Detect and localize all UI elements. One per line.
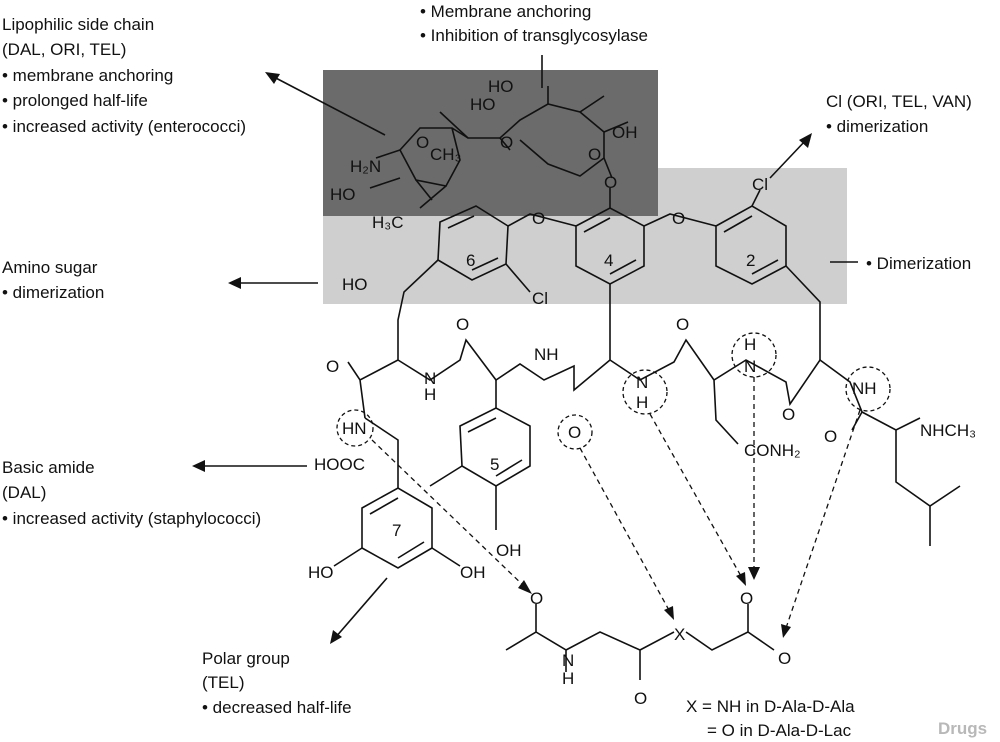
annotation-arrows bbox=[192, 55, 858, 644]
svg-text:• membrane anchoring: • membrane anchoring bbox=[2, 66, 173, 85]
hbond-site-hn-left bbox=[336, 409, 374, 447]
svg-text:O: O bbox=[456, 315, 469, 334]
hbond-arrows bbox=[371, 377, 861, 638]
dark-shaded-region bbox=[323, 70, 658, 216]
svg-text:O: O bbox=[782, 405, 795, 424]
svg-text:Lipophilic side chain: Lipophilic side chain bbox=[2, 15, 154, 34]
ligand-bonds bbox=[505, 604, 775, 680]
svg-text:H₂N: H₂N bbox=[350, 157, 381, 176]
svg-text:• prolonged half-life: • prolonged half-life bbox=[2, 91, 148, 110]
svg-text:X: X bbox=[674, 625, 685, 644]
svg-text:O: O bbox=[778, 649, 791, 668]
svg-text:HO: HO bbox=[342, 275, 368, 294]
svg-text:Cl (ORI, TEL, VAN): Cl (ORI, TEL, VAN) bbox=[826, 92, 972, 111]
svg-text:O: O bbox=[604, 173, 617, 192]
svg-text:O: O bbox=[672, 209, 685, 228]
svg-text:• dimerization: • dimerization bbox=[2, 283, 104, 302]
svg-text:HO: HO bbox=[308, 563, 334, 582]
svg-text:OH: OH bbox=[460, 563, 486, 582]
hbond-site-nh-2 bbox=[731, 332, 777, 378]
svg-text:H₃C: H₃C bbox=[372, 213, 403, 232]
watermark: Drugs bbox=[938, 719, 987, 738]
annotation-dimerization-right: • Dimerization bbox=[866, 254, 971, 273]
ring5-links bbox=[429, 380, 497, 530]
svg-text:HN: HN bbox=[342, 419, 367, 438]
svg-text:NH: NH bbox=[852, 379, 877, 398]
svg-text:O: O bbox=[588, 145, 601, 164]
svg-text:OH: OH bbox=[612, 123, 638, 142]
atom-labels: HO HO OH O O O O H₂N CH₃ HO H₃C O O Cl C… bbox=[308, 77, 976, 708]
svg-text:H: H bbox=[562, 669, 574, 688]
hbond-site-carbonyl-o bbox=[557, 414, 593, 450]
svg-text:CONH₂: CONH₂ bbox=[744, 441, 801, 460]
svg-text:O: O bbox=[416, 133, 429, 152]
hbond-site-nh-3 bbox=[845, 366, 891, 412]
svg-text:• Membrane anchoring: • Membrane anchoring bbox=[420, 2, 591, 21]
svg-text:O: O bbox=[676, 315, 689, 334]
svg-text:• decreased half-life: • decreased half-life bbox=[202, 698, 352, 717]
annotation-polar-group: Polar group (TEL) • decreased half-life bbox=[202, 649, 352, 717]
svg-text:HO: HO bbox=[470, 95, 496, 114]
svg-text:• Inhibition of transglycosyla: • Inhibition of transglycosylase bbox=[420, 26, 648, 45]
svg-text:7: 7 bbox=[392, 521, 401, 540]
svg-text:• increased activity (enteroco: • increased activity (enterococci) bbox=[2, 117, 246, 136]
svg-text:6: 6 bbox=[466, 251, 475, 270]
svg-text:OH: OH bbox=[496, 541, 522, 560]
svg-text:X = NH in D-Ala-D-Ala: X = NH in D-Ala-D-Ala bbox=[686, 697, 855, 716]
svg-text:Cl: Cl bbox=[752, 175, 768, 194]
svg-text:N: N bbox=[744, 357, 756, 376]
ring-numbers: 6 4 2 5 7 bbox=[392, 251, 755, 540]
svg-text:Basic amide: Basic amide bbox=[2, 458, 95, 477]
svg-text:HO: HO bbox=[330, 185, 356, 204]
annotation-lipophilic-side-chain: Lipophilic side chain (DAL, ORI, TEL) • … bbox=[2, 15, 246, 136]
svg-text:H: H bbox=[424, 385, 436, 404]
svg-text:• increased activity (staphylo: • increased activity (staphylococci) bbox=[2, 509, 261, 528]
svg-text:Polar group: Polar group bbox=[202, 649, 290, 668]
annotation-amino-sugar: Amino sugar • dimerization bbox=[2, 258, 104, 302]
svg-text:O: O bbox=[568, 423, 581, 442]
svg-text:(TEL): (TEL) bbox=[202, 673, 245, 692]
svg-text:O: O bbox=[326, 357, 339, 376]
annotation-cl-group: Cl (ORI, TEL, VAN) • dimerization bbox=[826, 92, 972, 136]
svg-text:NH: NH bbox=[534, 345, 559, 364]
svg-text:(DAL): (DAL) bbox=[2, 483, 46, 502]
hbond-site-nh-1 bbox=[622, 369, 668, 415]
disaccharide-bonds bbox=[369, 86, 629, 209]
annotation-basic-amide: Basic amide (DAL) • increased activity (… bbox=[2, 458, 261, 528]
svg-text:H: H bbox=[744, 335, 756, 354]
ether-links bbox=[505, 188, 821, 360]
peptide-backbone bbox=[347, 259, 961, 546]
svg-text:CH₃: CH₃ bbox=[430, 145, 461, 164]
svg-text:HO: HO bbox=[488, 77, 514, 96]
svg-text:• dimerization: • dimerization bbox=[826, 117, 928, 136]
svg-text:(DAL, ORI, TEL): (DAL, ORI, TEL) bbox=[2, 40, 126, 59]
svg-text:N: N bbox=[562, 651, 574, 670]
svg-text:5: 5 bbox=[490, 455, 499, 474]
svg-text:= O in D-Ala-D-Lac: = O in D-Ala-D-Lac bbox=[707, 721, 852, 740]
annotation-top: • Membrane anchoring • Inhibition of tra… bbox=[420, 2, 648, 45]
svg-text:O: O bbox=[532, 209, 545, 228]
ring-5 bbox=[459, 407, 531, 487]
svg-text:N: N bbox=[424, 369, 436, 388]
svg-text:O: O bbox=[824, 427, 837, 446]
svg-text:O: O bbox=[740, 589, 753, 608]
svg-text:Amino sugar: Amino sugar bbox=[2, 258, 98, 277]
svg-text:O: O bbox=[634, 689, 647, 708]
svg-text:N: N bbox=[636, 373, 648, 392]
svg-text:2: 2 bbox=[746, 251, 755, 270]
ligand-legend: X = NH in D-Ala-D-Ala = O in D-Ala-D-Lac bbox=[686, 697, 855, 740]
svg-text:4: 4 bbox=[604, 251, 613, 270]
svg-text:Cl: Cl bbox=[532, 289, 548, 308]
svg-text:O: O bbox=[530, 589, 543, 608]
ring7-links bbox=[333, 417, 461, 567]
svg-text:H: H bbox=[636, 393, 648, 412]
svg-text:O: O bbox=[500, 133, 513, 152]
svg-text:NHCH₃: NHCH₃ bbox=[920, 421, 976, 440]
svg-text:HOOC: HOOC bbox=[314, 455, 365, 474]
